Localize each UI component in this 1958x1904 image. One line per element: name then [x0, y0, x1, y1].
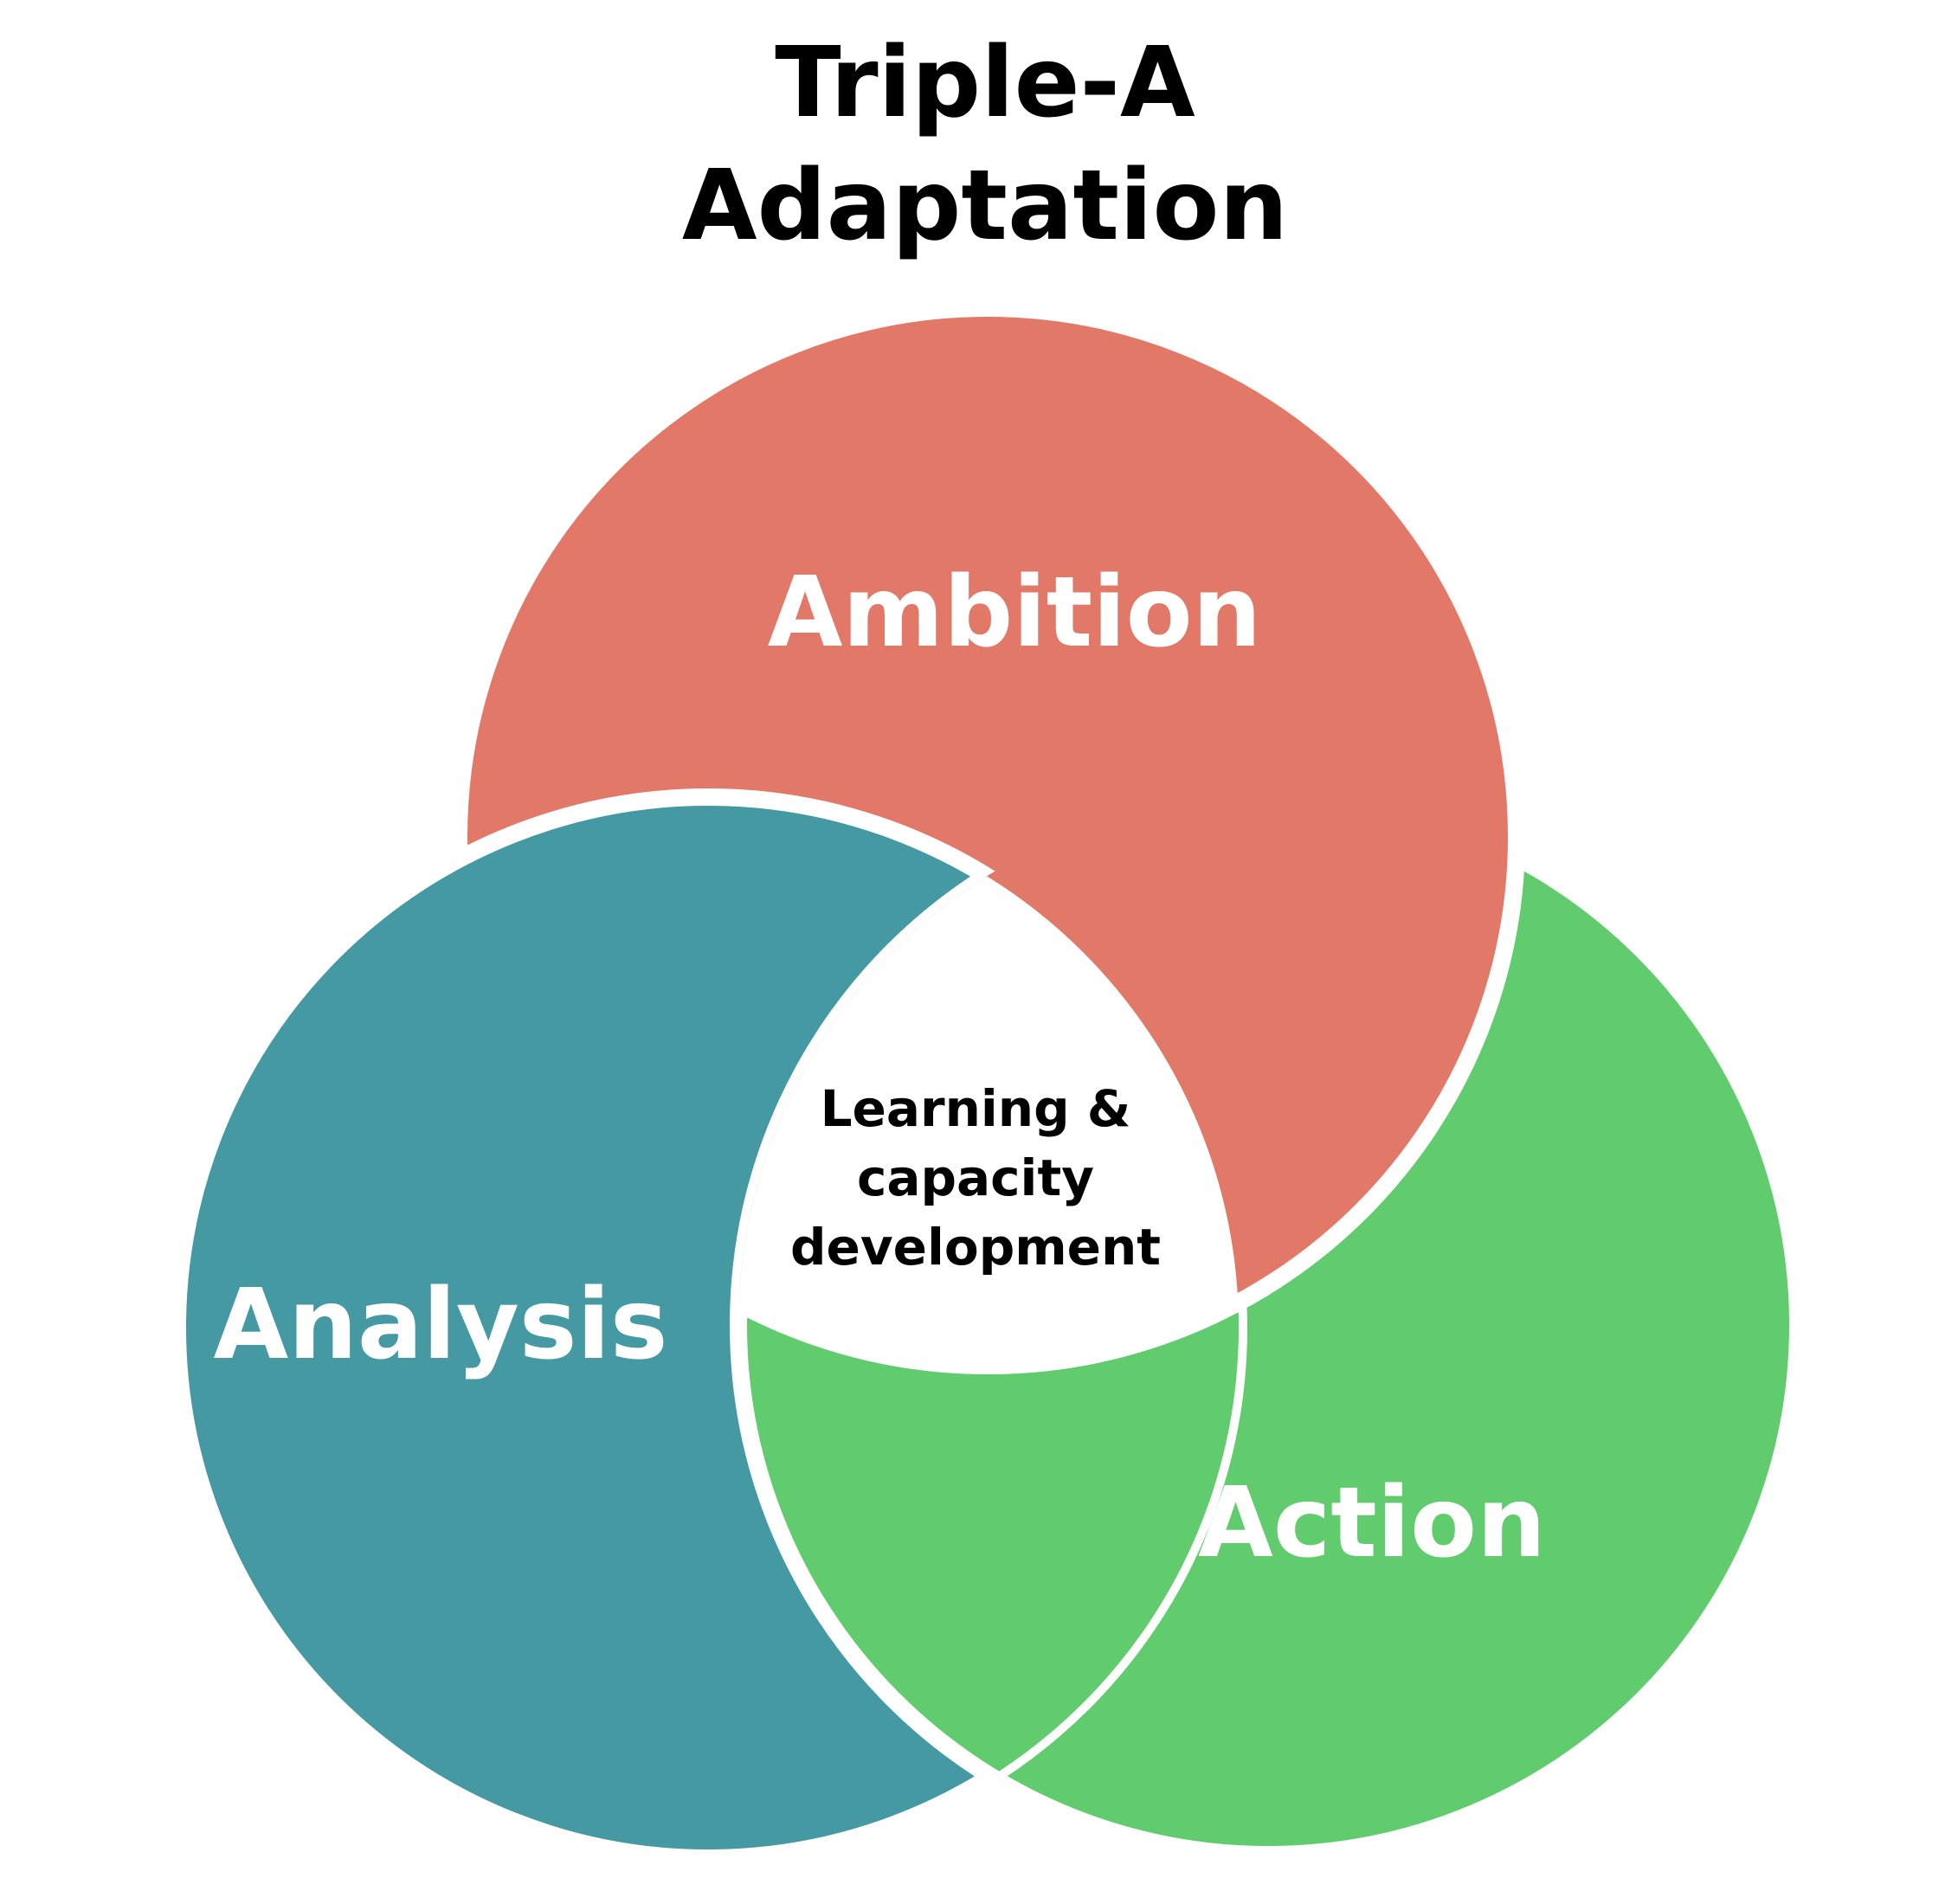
title-line-2: Adaptation [682, 150, 1288, 262]
analysis-label: Analysis [213, 1269, 667, 1381]
title-line-1: Triple-A [775, 27, 1195, 139]
center-line-2: capacity [857, 1148, 1094, 1207]
ambition-label: Ambition [768, 556, 1262, 669]
center-line-3: development [790, 1218, 1161, 1277]
action-label: Action [1198, 1467, 1546, 1579]
center-line-1: Learning & [821, 1079, 1131, 1138]
